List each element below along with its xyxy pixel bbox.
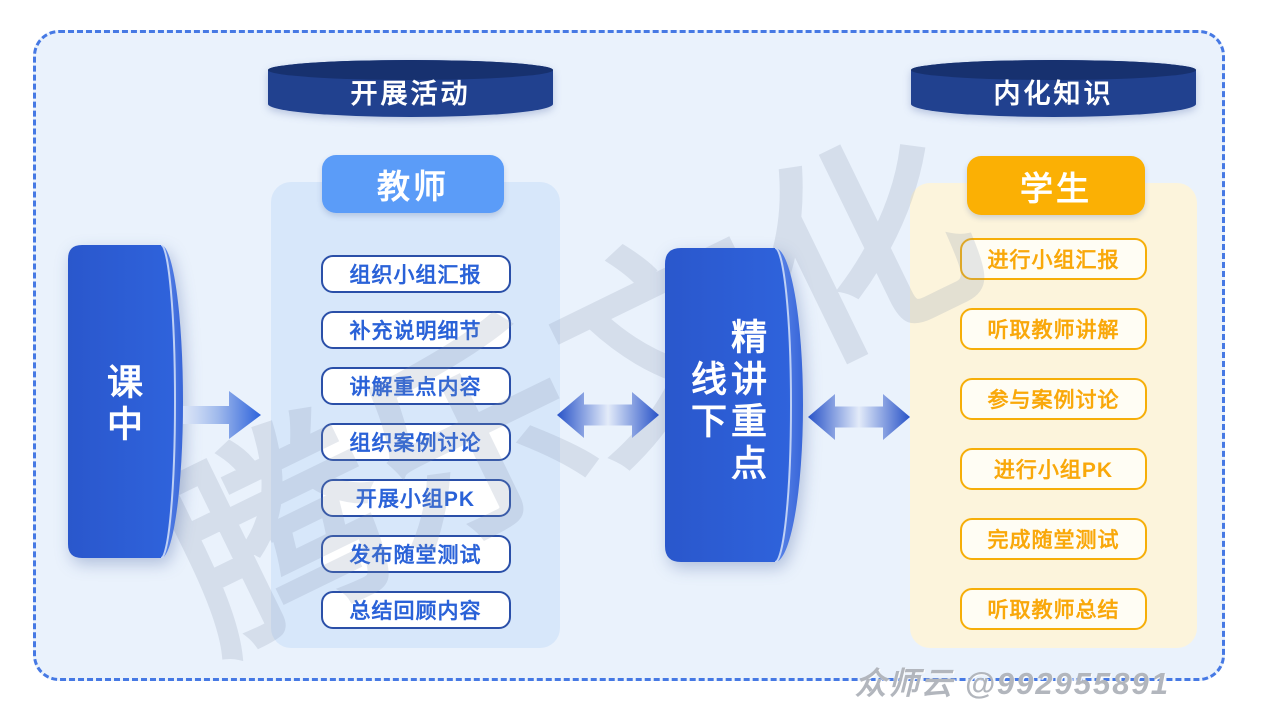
offline-lecture-cylinder: 精讲重点 线下 <box>665 248 803 562</box>
teacher-activity-item: 发布随堂测试 <box>320 535 511 573</box>
lecture-focus-label: 精讲重点 <box>726 318 767 486</box>
student-activity-item: 听取教师总结 <box>960 588 1147 630</box>
teacher-activity-item: 补充说明细节 <box>320 311 511 349</box>
student-activities-panel: 进行小组汇报 听取教师讲解 参与案例讨论 进行小组PK 完成随堂测试 听取教师总… <box>910 183 1197 648</box>
teacher-activities-panel: 组织小组汇报 补充说明细节 讲解重点内容 组织案例讨论 开展小组PK 发布随堂测… <box>271 182 560 648</box>
teacher-header-banner: 开展活动 <box>268 60 553 118</box>
teacher-activity-item: 组织案例讨论 <box>320 423 511 461</box>
banner-cylinder-shape <box>911 60 1196 117</box>
student-activity-item: 完成随堂测试 <box>960 518 1147 560</box>
teacher-activity-item: 开展小组PK <box>320 479 511 517</box>
student-activity-item: 进行小组PK <box>960 448 1147 490</box>
offline-label: 线下 <box>686 360 727 444</box>
student-activity-item: 听取教师讲解 <box>960 308 1147 350</box>
credit-watermark: 众师云 @992955891 <box>855 666 1171 701</box>
cylinder-shape <box>68 245 183 558</box>
teacher-activity-item: 总结回顾内容 <box>320 591 511 629</box>
banner-cylinder-shape <box>268 60 553 117</box>
student-activity-item: 参与案例讨论 <box>960 378 1147 420</box>
teacher-activity-item: 讲解重点内容 <box>320 367 511 405</box>
double-arrow-icon <box>557 392 659 438</box>
teacher-activity-item: 组织小组汇报 <box>320 255 511 293</box>
student-header-banner: 内化知识 <box>911 60 1196 118</box>
student-role-label: 学生 <box>967 156 1145 215</box>
cylinder-shape <box>665 248 803 562</box>
double-arrow-icon <box>808 394 910 440</box>
arrow-right-icon <box>183 391 261 439</box>
student-header-title: 内化知识 <box>993 78 1114 109</box>
student-activity-item: 进行小组汇报 <box>960 238 1147 280</box>
teacher-role-label: 教师 <box>322 155 504 213</box>
teacher-header-title: 开展活动 <box>350 78 471 109</box>
in-class-label: 课中 <box>102 363 143 447</box>
in-class-cylinder: 课中 <box>68 245 183 558</box>
